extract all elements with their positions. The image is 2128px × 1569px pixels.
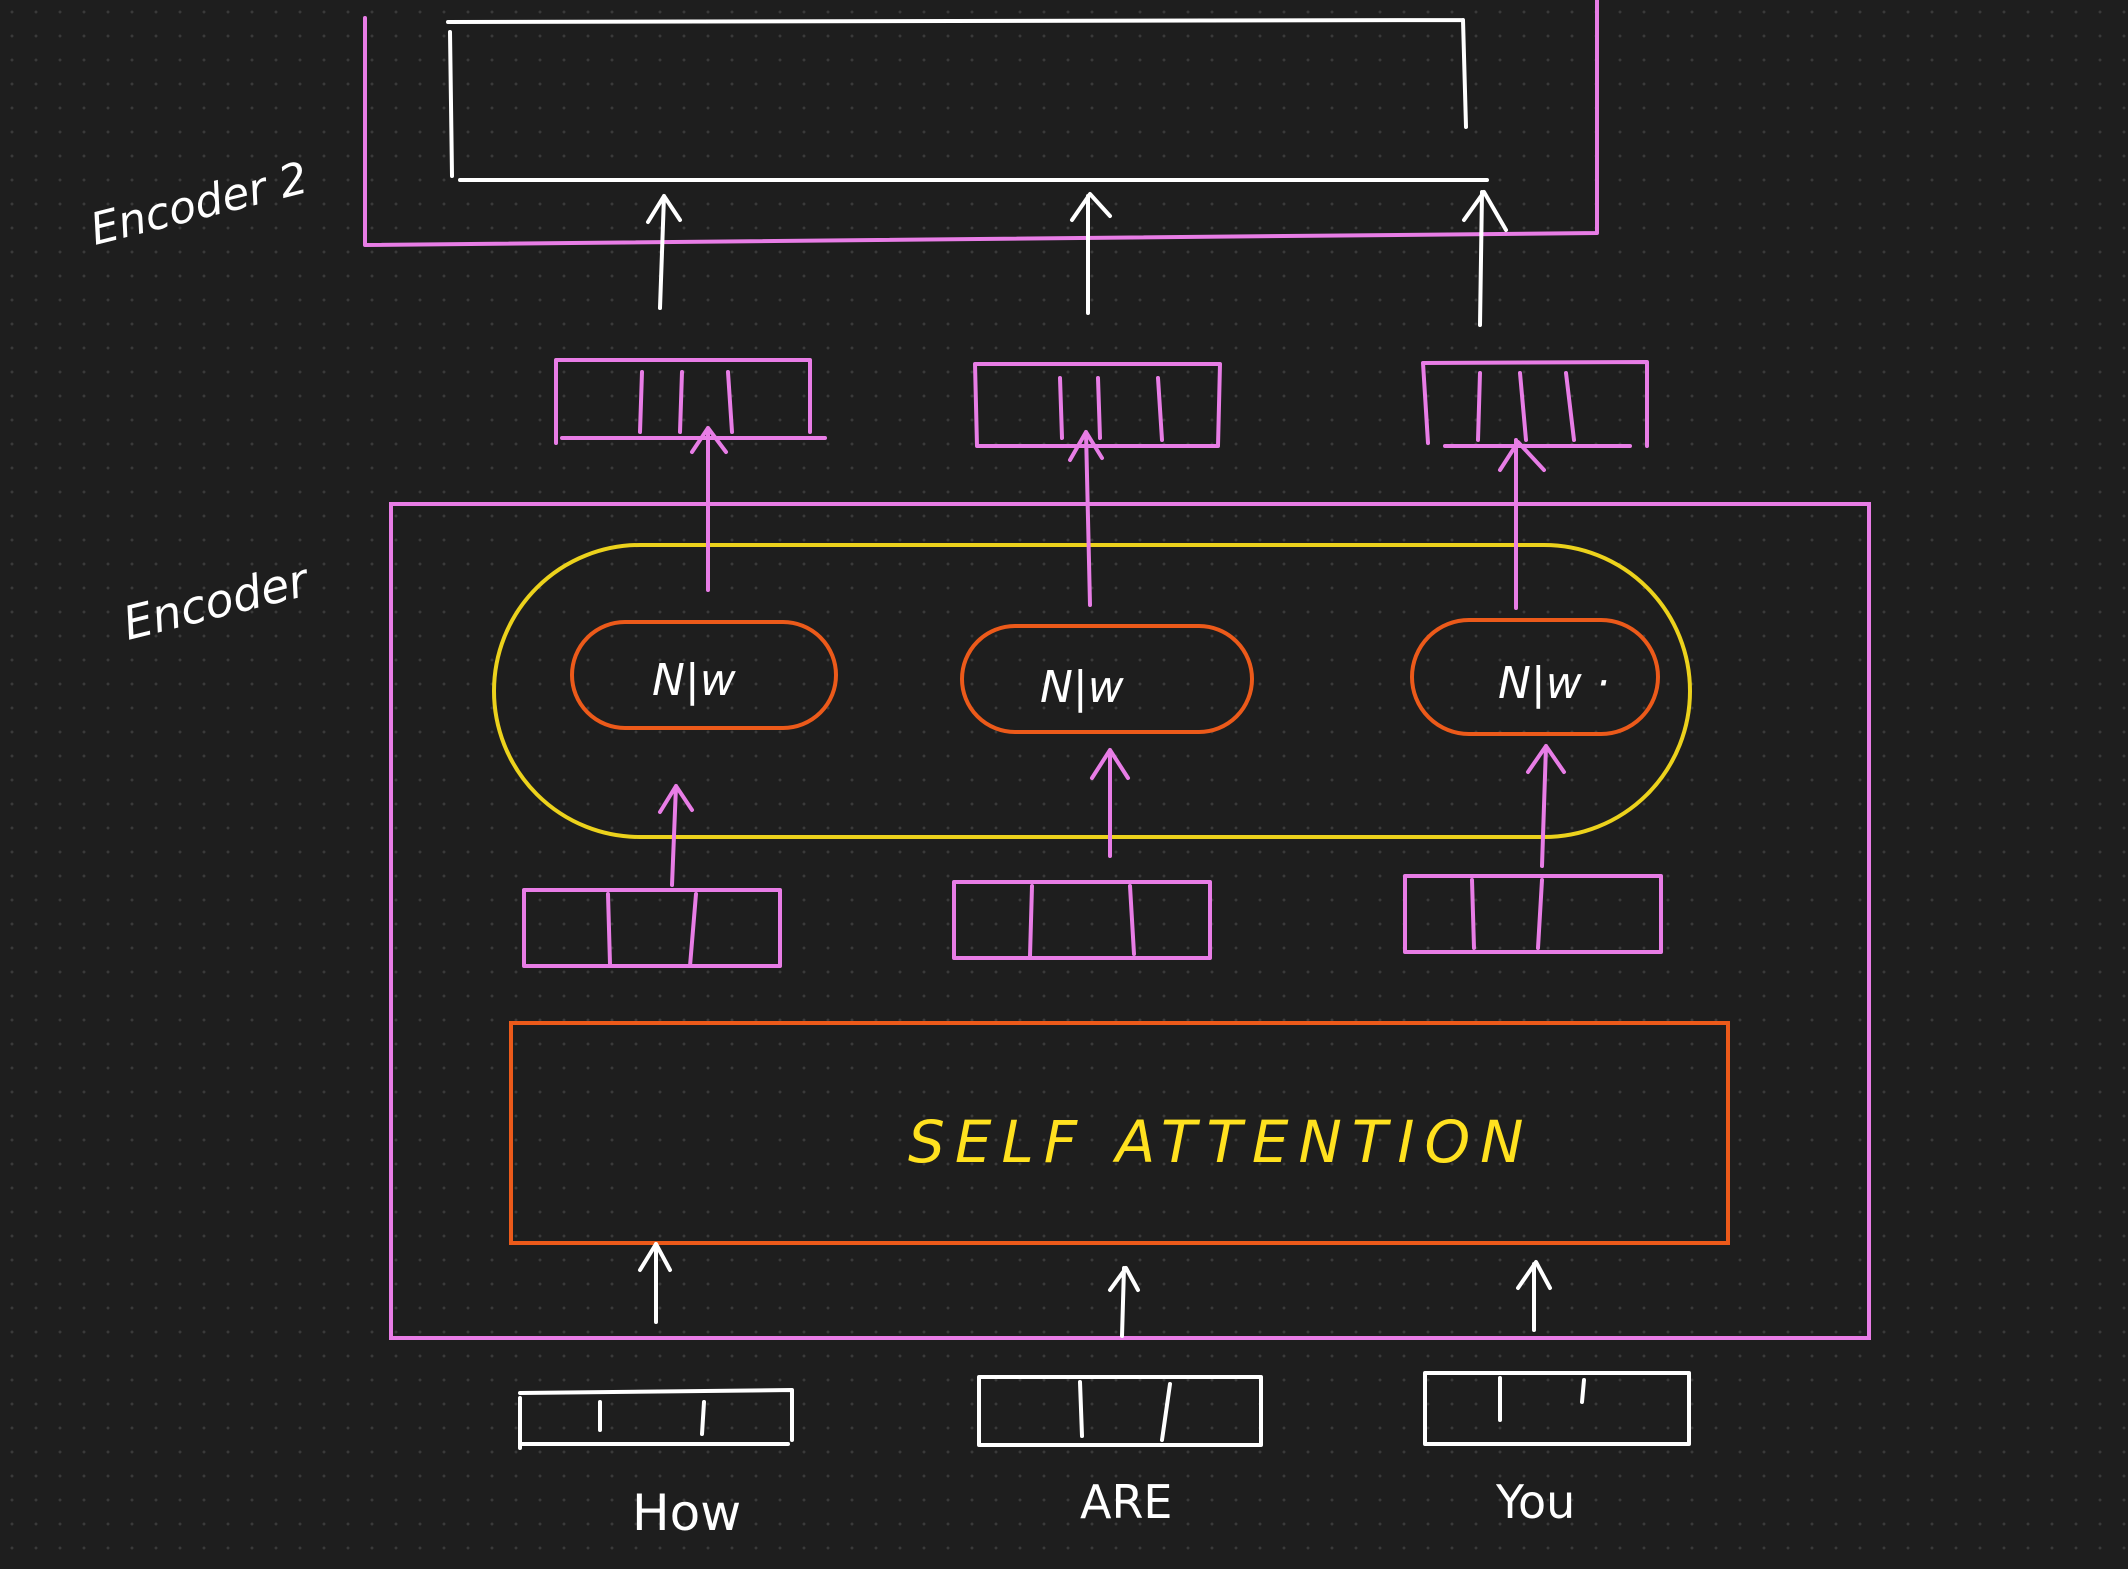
output-vector-1 (554, 358, 827, 445)
arrow-up-icon (1516, 1260, 1552, 1332)
arrow-up-icon (1526, 744, 1566, 868)
arrow-up-icon (1108, 1266, 1140, 1338)
encoder-block (389, 502, 1871, 1340)
arrow-up-icon (1462, 190, 1508, 327)
arrow-up-icon (1068, 430, 1104, 607)
ffn-output-arrows (690, 426, 1546, 610)
encoder-label: Encoder (118, 552, 317, 651)
word-label-are: ARE (1080, 1475, 1173, 1529)
output-vector-3 (1421, 360, 1649, 448)
arrow-up-icon (1498, 438, 1546, 610)
arrow-up-icon (690, 426, 728, 592)
arrow-up-icon (658, 784, 694, 887)
nn-label-2: N|w (1040, 662, 1125, 713)
output-vector-2 (973, 362, 1222, 448)
input-vector-you (1423, 1371, 1691, 1446)
arrow-up-icon (646, 194, 682, 310)
encoder-2-inner-box (446, 18, 1489, 182)
input-arrows (638, 1242, 1552, 1338)
arrow-up-icon (1070, 192, 1112, 315)
encoder-2-label: Encoder 2 (85, 153, 313, 256)
attention-vector-2 (952, 880, 1212, 960)
nn-label-1: N|w (652, 655, 737, 706)
arrow-up-icon (638, 1242, 672, 1324)
encoder-outer-box (389, 502, 1871, 1340)
attention-output-vectors (522, 874, 1663, 968)
word-label-you: You (1495, 1475, 1575, 1529)
nn-pill-2: N|w (960, 624, 1254, 734)
input-vector-how (518, 1388, 794, 1450)
word-label-how: How (632, 1484, 741, 1542)
encoder-2-outer-box (363, 0, 1599, 247)
arrow-up-icon (1090, 748, 1130, 858)
ffn-input-arrows (658, 744, 1566, 887)
nn-label-3: N|w · (1498, 658, 1610, 709)
attention-vector-3 (1403, 874, 1663, 954)
output-vectors (554, 358, 1649, 448)
output-arrows (646, 190, 1508, 327)
input-vector-are (977, 1375, 1263, 1447)
input-vectors (518, 1371, 1691, 1450)
nn-pill-1: N|w (570, 620, 838, 730)
self-attention-label: SELF ATTENTION (908, 1108, 1534, 1176)
self-attention-block: SELF ATTENTION (509, 1021, 1730, 1245)
feed-forward-networks: N|w N|w N|w · (570, 618, 1660, 736)
self-attention-box (509, 1021, 1730, 1245)
encoder-2-block (363, 0, 1599, 247)
feed-forward-container (492, 543, 1692, 839)
nn-pill-3: N|w · (1410, 618, 1660, 736)
attention-vector-1 (522, 888, 782, 968)
